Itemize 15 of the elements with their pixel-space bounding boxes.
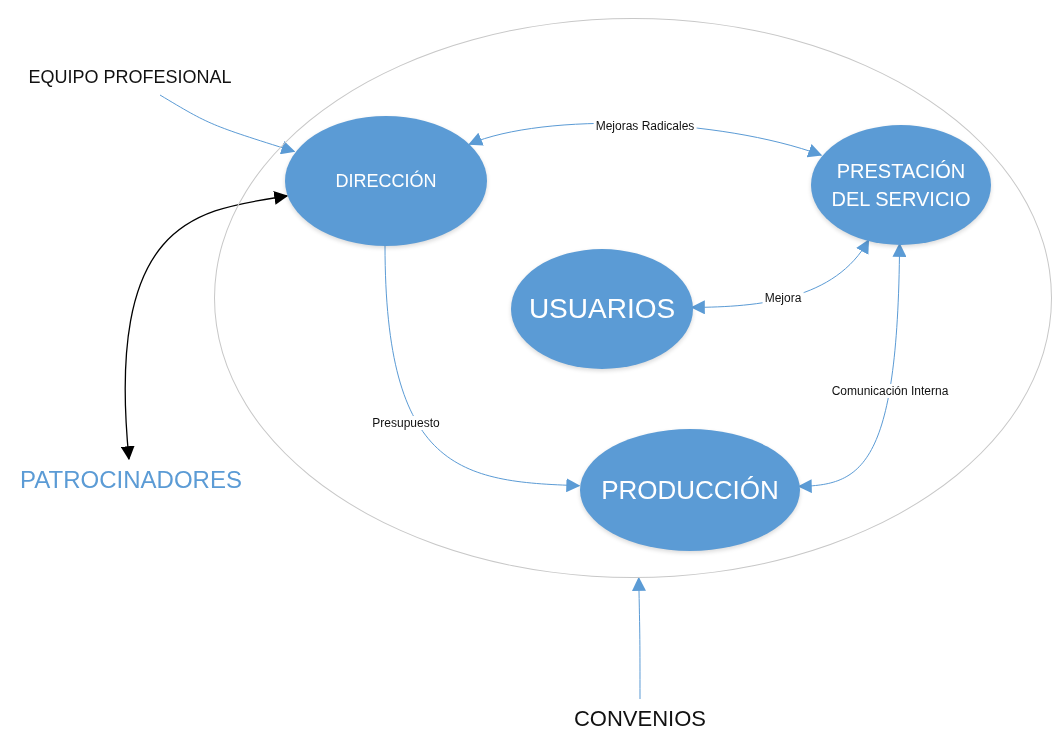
actor-label: PATROCINADORES [19,465,243,495]
edge-label: Mejoras Radicales [593,119,697,133]
process-ellipse: DIRECCIÓN [285,116,487,246]
actor-label: EQUIPO PROFESIONAL [27,65,233,89]
arrow [384,244,581,493]
arrow [159,94,296,155]
process-ellipse: PRESTACIÓN DEL SERVICIO [811,125,991,245]
edge-label: Comunicación Interna [829,384,951,398]
process-ellipse: PRODUCCIÓN [580,429,800,551]
edge-label: Presupuesto [370,416,442,430]
edge-label: Mejora [762,291,804,305]
arrow [121,191,289,461]
arrow [632,576,646,700]
process-ellipse: USUARIOS [511,249,693,369]
actor-label: CONVENIOS [573,704,707,733]
